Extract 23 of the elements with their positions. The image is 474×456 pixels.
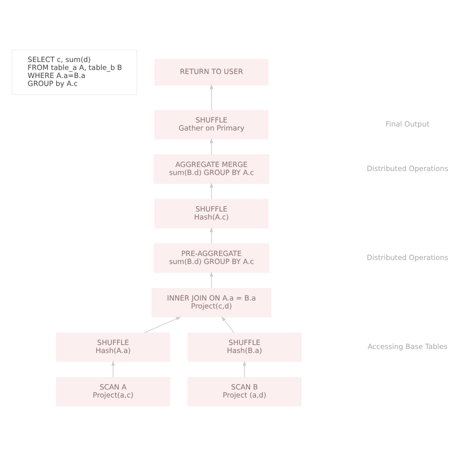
node-box: SHUFFLE Hash(A.a) [56, 332, 170, 362]
arrow [110, 360, 114, 378]
node-box: AGGREGATE MERGE sum(B.d) GROUP BY A.c [153, 154, 269, 184]
label: Distributed Operations [366, 164, 448, 173]
node-box: INNER JOIN ON A.a = B.a Project(c,d) [151, 288, 271, 318]
arrow [209, 182, 213, 200]
arrow [220, 316, 234, 333]
label: Final Output [385, 119, 429, 128]
arrow [209, 138, 213, 155]
arrow [209, 84, 213, 111]
node-box: SHUFFLE Gather on Primary [154, 110, 268, 140]
arrow [242, 360, 246, 378]
node-box: SHUFFLE Hash(B.a) [186, 332, 302, 362]
arrow [209, 227, 213, 244]
node-box: SCAN A Project(a,c) [56, 376, 170, 406]
arrow [209, 272, 213, 288]
label: Accessing Base Tables [367, 342, 447, 351]
arrow [144, 316, 181, 334]
node-box: PRE-AGGREGATE sum(B.d) GROUP BY A.c [153, 243, 269, 273]
node-box: SCAN B Project (a,d) [186, 376, 302, 406]
node-box: SHUFFLE Hash(A.c) [154, 198, 268, 228]
node-box: RETURN TO USER [154, 58, 268, 86]
label: Distributed Operations [366, 252, 448, 262]
